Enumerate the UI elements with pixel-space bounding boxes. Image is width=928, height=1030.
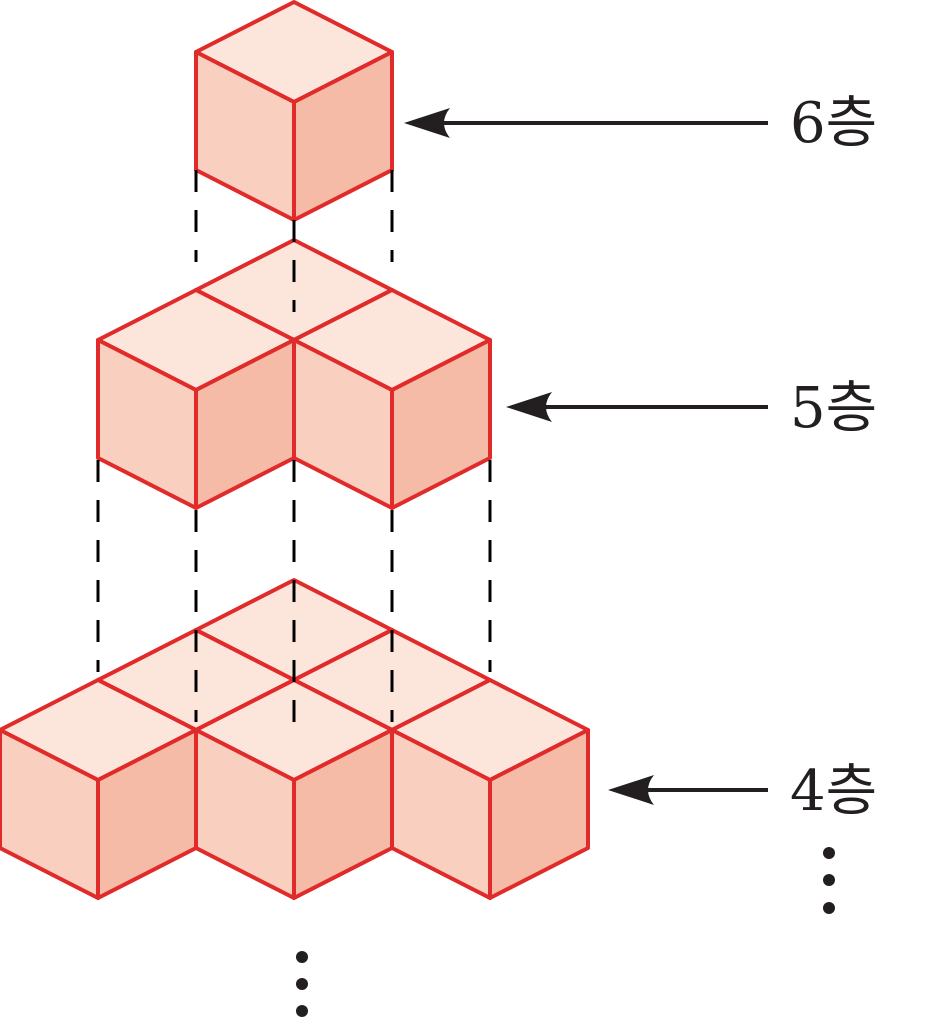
arrow-floor-6 — [404, 108, 768, 138]
arrow-head — [608, 775, 654, 805]
dot — [296, 1005, 308, 1017]
cube — [96, 288, 296, 510]
cube-right-face — [390, 338, 492, 510]
continuation-dots-right — [823, 847, 835, 914]
continuation-dots-bottom — [296, 951, 308, 1017]
dot — [823, 847, 835, 859]
floor-5-layer — [96, 238, 492, 510]
floor-label-5: 5층 — [790, 376, 877, 441]
arrow-floor-5 — [506, 392, 768, 422]
arrow-head — [404, 108, 450, 138]
dot — [823, 902, 835, 914]
floor-4-layer — [0, 578, 590, 900]
dot — [823, 874, 835, 886]
floor-arrows — [404, 108, 768, 805]
cube — [390, 678, 590, 900]
dot — [296, 951, 308, 963]
dashed-guide-lines — [96, 170, 492, 722]
cube — [0, 678, 198, 900]
cube-right-face — [488, 728, 590, 900]
cube — [194, 0, 394, 222]
cube — [194, 678, 394, 900]
continuation-dots — [296, 847, 835, 1017]
arrow-floor-4 — [608, 775, 768, 805]
floor-label-6: 6층 — [790, 91, 877, 156]
floor-6-layer — [194, 0, 394, 222]
floor-labels: 6층 5층 4층 — [790, 91, 877, 824]
dot — [296, 978, 308, 990]
arrow-head — [506, 392, 552, 422]
cube — [292, 288, 492, 510]
floor-label-4: 4층 — [790, 759, 877, 824]
cube-layers — [0, 0, 590, 900]
